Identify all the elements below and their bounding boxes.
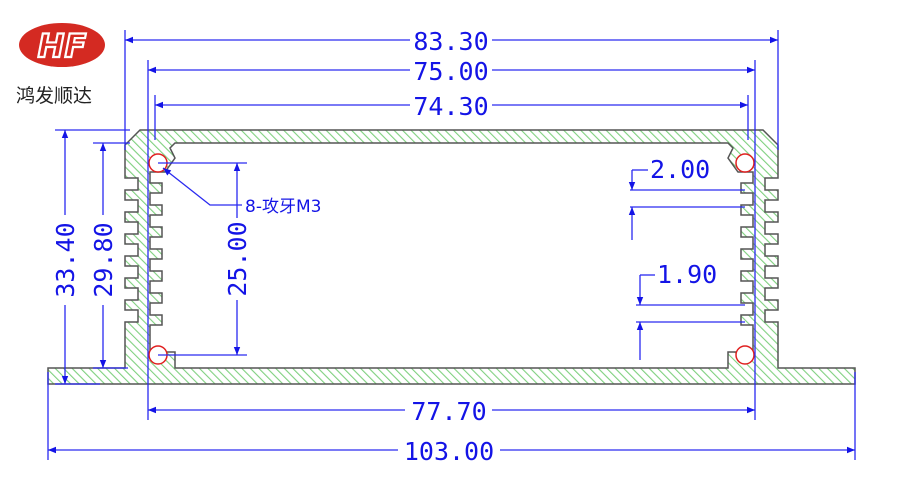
dim-inner-width: 74.30	[413, 92, 488, 121]
thread-hole	[735, 345, 755, 365]
thread-hole-note: 8-攻牙M3	[245, 197, 321, 217]
dim-hole-span: 75.00	[413, 57, 488, 86]
thread-hole	[735, 153, 755, 173]
dim-outer-width: 83.30	[413, 27, 488, 56]
thread-holes	[148, 153, 755, 365]
dim-bottom-hole-span: 77.70	[411, 397, 486, 426]
dim-fin-thickness: 1.90	[657, 260, 717, 289]
dim-total-height: 33.40	[51, 222, 80, 297]
svg-text:HF: HF	[38, 27, 87, 65]
dim-hole-vertical: 25.00	[223, 221, 252, 296]
dimension-lines	[48, 36, 855, 454]
company-logo: HF	[19, 23, 105, 67]
dim-wall-height: 29.80	[89, 222, 118, 297]
dim-base-width: 103.00	[404, 437, 494, 466]
enclosure-profile	[47, 129, 856, 385]
dim-fin-pitch: 2.00	[650, 155, 710, 184]
company-name: 鸿发顺达	[16, 85, 92, 107]
